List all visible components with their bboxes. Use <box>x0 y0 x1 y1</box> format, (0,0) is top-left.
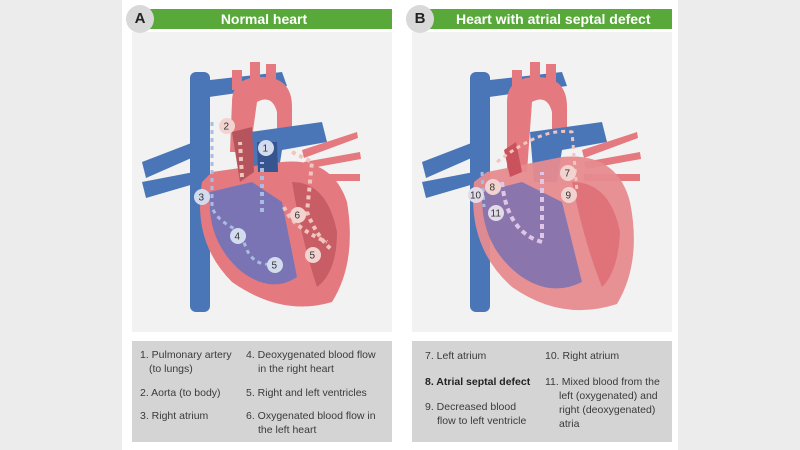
diagram-label-7: 7 <box>560 165 576 181</box>
svg-text:4: 4 <box>235 232 241 243</box>
diagram-label-5b: 5 <box>305 247 321 263</box>
svg-text:6: 6 <box>295 211 301 222</box>
legend-item: 5. Right and left ventricles <box>246 387 367 399</box>
diagram-label-2: 2 <box>219 118 235 134</box>
diagram-label-9: 9 <box>561 187 577 203</box>
svg-text:7: 7 <box>565 169 571 180</box>
panel-badge: A <box>126 5 154 33</box>
legend-item: 1. Pulmonary artery (to lungs) <box>140 349 232 375</box>
svg-text:8: 8 <box>490 183 496 194</box>
legend-item: 6. Oxygenated blood flow in the left hea… <box>246 410 376 436</box>
legend-item: 10. Right atrium <box>545 350 620 362</box>
legend-box: 1. Pulmonary artery (to lungs) 2. Aorta … <box>132 341 392 442</box>
asd-heart-diagram: 7 8 9 10 11 <box>412 32 672 332</box>
legend-item: 9. Decreased blood flow to left ventricl… <box>425 401 527 427</box>
legend-item: 3. Right atrium <box>140 410 209 422</box>
diagram-label-11: 11 <box>488 205 504 221</box>
legend-box: 7. Left atrium 8. Atrial septal defect 9… <box>412 341 672 442</box>
legend-item-highlighted: 8. Atrial septal defect <box>425 376 531 388</box>
svg-text:9: 9 <box>566 191 572 202</box>
normal-heart-diagram: 1 2 3 4 5 5 6 <box>132 32 392 332</box>
panel-normal-heart: A Normal heart <box>126 0 400 450</box>
svg-text:10: 10 <box>470 191 482 202</box>
diagram-label-5a: 5 <box>267 257 283 273</box>
heart-illustration-icon: 7 8 9 10 11 <box>422 62 641 312</box>
diagram-label-6: 6 <box>290 207 306 223</box>
svg-text:5: 5 <box>310 251 316 262</box>
diagram-label-8: 8 <box>485 179 501 195</box>
legend-item: 2. Aorta (to body) <box>140 387 221 399</box>
svg-text:11: 11 <box>491 209 502 220</box>
svg-text:2: 2 <box>224 122 230 133</box>
legend-item: 4. Deoxygenated blood flow in the right … <box>246 349 376 375</box>
panel-title: Normal heart <box>136 9 392 29</box>
panel-badge: B <box>406 5 434 33</box>
svg-text:5: 5 <box>272 261 278 272</box>
svg-text:1: 1 <box>263 144 269 155</box>
panel-asd-heart: B Heart with atrial septal defect 7 <box>406 0 680 450</box>
panel-title: Heart with atrial septal defect <box>416 9 672 29</box>
legend-item: 11. Mixed blood from the left (oxygenate… <box>545 376 660 430</box>
legend-item: 7. Left atrium <box>425 350 487 362</box>
diagram-label-1: 1 <box>258 140 274 156</box>
heart-illustration-icon: 1 2 3 4 5 5 6 <box>142 62 361 312</box>
diagram-label-4: 4 <box>230 228 246 244</box>
diagram-label-3: 3 <box>194 189 210 205</box>
diagram-label-10: 10 <box>468 187 484 203</box>
svg-text:3: 3 <box>199 193 205 204</box>
